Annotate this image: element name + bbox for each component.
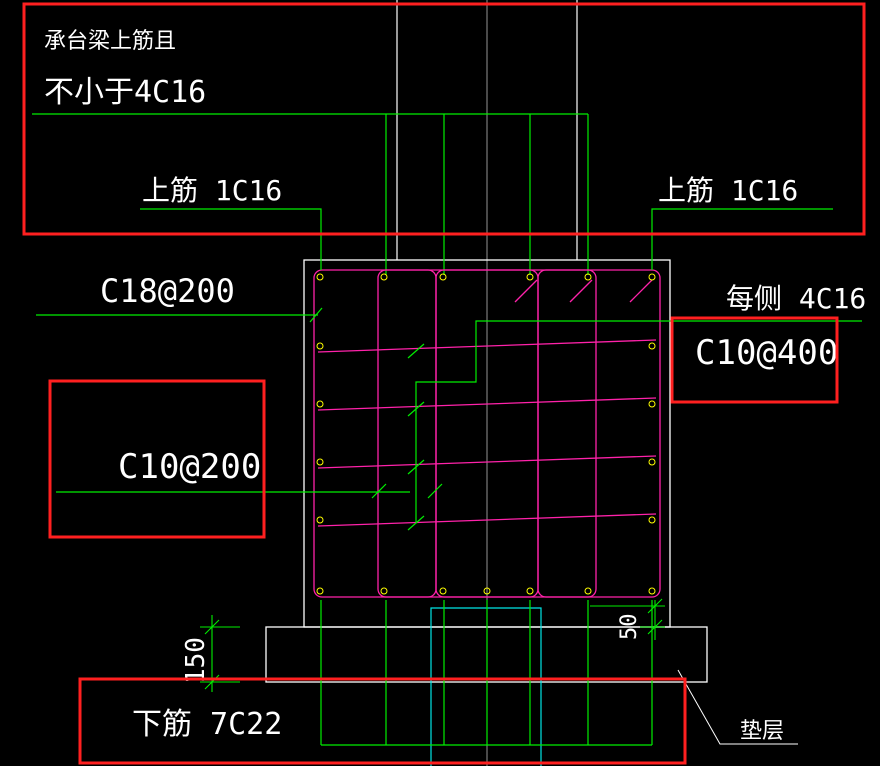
- highlight-box-bottom: [78, 677, 687, 765]
- top-bar-left-label: 上筋 1C16: [142, 174, 282, 207]
- highlight-box-top: [22, 2, 866, 236]
- stirrups: [313, 269, 661, 598]
- highlight-box-tie-400: [670, 316, 839, 404]
- top-bar-right-label: 上筋 1C16: [658, 174, 798, 207]
- main-stirrup-label: C18@200: [100, 272, 235, 310]
- cushion-leader: [677, 669, 798, 745]
- tie-400-label: C10@400: [695, 333, 838, 373]
- dimension-50: [590, 598, 665, 640]
- dim-50-label: 50: [617, 614, 642, 641]
- top-note-line2: 不小于4C16: [44, 75, 206, 110]
- leader-lines: [32, 113, 862, 531]
- vertical-bars: [320, 114, 653, 746]
- dim-150-label: 150: [181, 637, 211, 684]
- top-note-line1: 承台梁上筋且: [44, 29, 176, 54]
- center-opening: [430, 607, 542, 766]
- rebar-dots: [316, 273, 656, 595]
- side-bars-label: 每侧 4C16: [726, 282, 866, 315]
- cushion-layer-label: 垫层: [740, 719, 784, 744]
- bottom-bars-label: 下筋 7C22: [132, 707, 282, 742]
- highlight-boxes: [22, 2, 866, 765]
- highlight-box-tie-200: [48, 379, 266, 539]
- tie-200-label: C10@200: [118, 447, 261, 487]
